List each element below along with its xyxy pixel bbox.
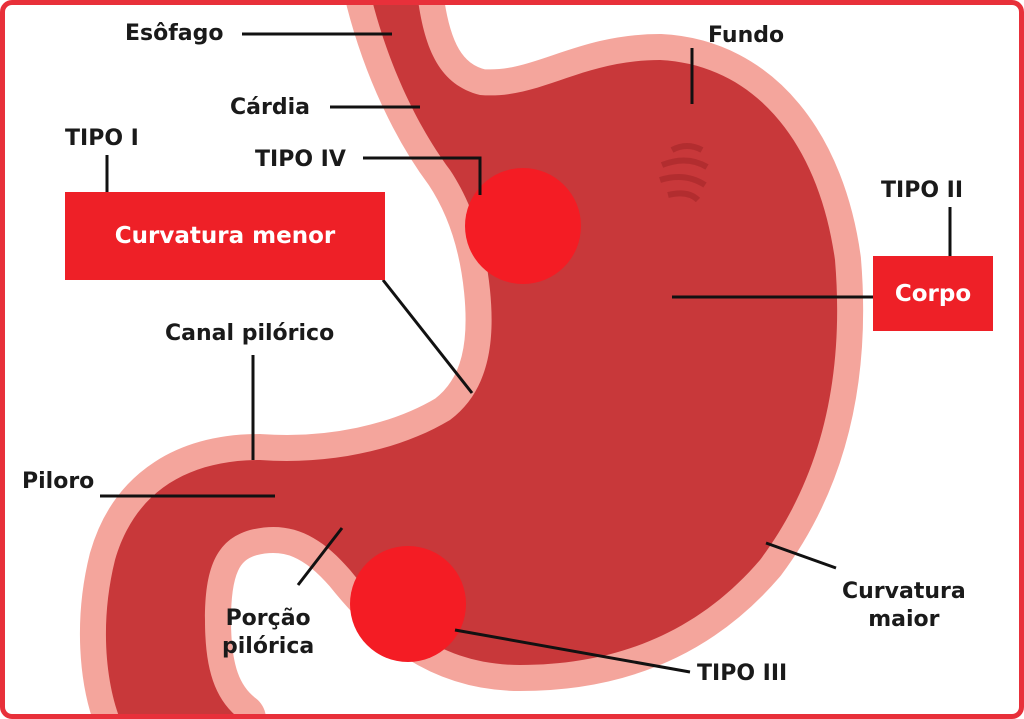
label-curvatura-maior-line1: Curvatura bbox=[842, 579, 966, 604]
label-fundo: Fundo bbox=[708, 23, 785, 48]
line-tipo-iii bbox=[454, 628, 691, 674]
label-curvatura-maior-line2: maior bbox=[868, 606, 940, 632]
line-curvatura-menor bbox=[381, 279, 474, 394]
label-piloro: Piloro bbox=[22, 469, 95, 494]
label-porcao-line2: pilórica bbox=[222, 633, 315, 659]
label-tipo-iv: TIPO IV bbox=[255, 147, 346, 172]
line-curvatura-maior bbox=[765, 541, 837, 570]
stomach bbox=[79, 0, 864, 719]
logo-watermark bbox=[659, 143, 709, 203]
label-tipo-ii: TIPO II bbox=[881, 178, 964, 203]
label-porcao-pilorica: Porção pilórica bbox=[222, 605, 314, 660]
label-cardia: Cárdia bbox=[230, 95, 310, 120]
lesion-tipo-iii bbox=[350, 546, 466, 662]
label-tipo-iii: TIPO III bbox=[697, 661, 788, 686]
label-curvatura-maior: Curvatura maior bbox=[842, 578, 966, 633]
label-tipo-i: TIPO I bbox=[65, 126, 139, 151]
label-canal-pilorico: Canal pilórico bbox=[165, 321, 335, 346]
lesion-tipo-iv bbox=[465, 168, 581, 284]
line-porcao-pilorica bbox=[296, 527, 344, 586]
box-corpo: Corpo bbox=[873, 256, 993, 331]
line-tipo-iv bbox=[363, 156, 482, 195]
leader-lines bbox=[100, 32, 952, 674]
box-curvatura-menor: Curvatura menor bbox=[65, 192, 385, 280]
label-porcao-line1: Porção bbox=[225, 606, 311, 631]
label-esofago: Esôfago bbox=[125, 21, 224, 46]
